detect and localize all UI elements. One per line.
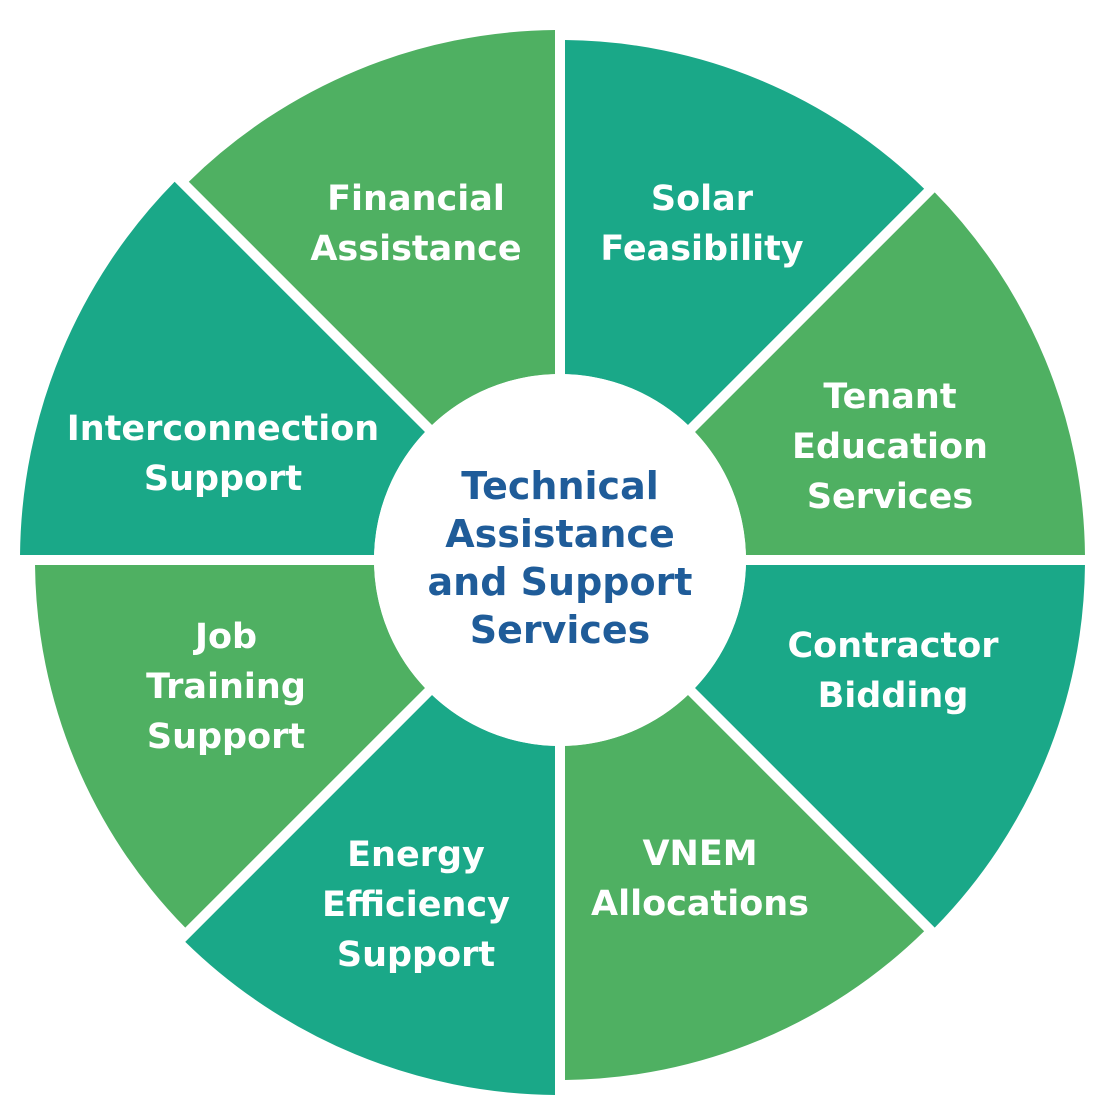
center-title-line: and Support xyxy=(428,560,693,604)
segment-label-line: Assistance xyxy=(310,229,521,269)
segment-label-line: Energy xyxy=(347,835,485,875)
segment-label-line: VNEM xyxy=(642,834,757,874)
segment-shape-financial-assistance xyxy=(188,30,556,425)
segment-label-line: Education xyxy=(792,427,988,467)
segment-shape-tenant-education-services xyxy=(695,192,1085,555)
segment-label-line: Bidding xyxy=(818,676,969,716)
segment-label-line: Financial xyxy=(327,179,505,219)
segment-label-line: Allocations xyxy=(591,884,809,924)
segment-label-line: Interconnection xyxy=(67,409,379,449)
center-circle xyxy=(374,374,746,746)
center-title-line: Technical xyxy=(461,464,659,508)
segment-vnem-allocations: VNEM Allocations xyxy=(565,695,925,1080)
segment-label-line: Job xyxy=(193,617,257,657)
segment-shape-contractor-bidding xyxy=(695,565,1085,928)
segment-label-line: Solar xyxy=(651,179,754,219)
segment-label-vnem-allocations: VNEM Allocations xyxy=(591,834,809,924)
segment-label-line: Tenant xyxy=(823,377,956,417)
segment-shape-interconnection-support xyxy=(20,181,425,555)
segment-label-line: Contractor xyxy=(787,626,999,666)
segment-label-line: Feasibility xyxy=(600,229,803,269)
segment-label-line: Support xyxy=(337,935,495,975)
segment-label-line: Services xyxy=(807,477,973,517)
segment-shape-job-training-support xyxy=(35,565,425,928)
center-title-line: Services xyxy=(470,608,651,652)
segment-shape-vnem-allocations xyxy=(565,695,925,1080)
segment-label-line: Support xyxy=(144,459,302,499)
center-title-line: Assistance xyxy=(445,512,674,556)
segment-shape-energy-efficiency-support xyxy=(185,695,555,1095)
segment-shape-solar-feasibility xyxy=(565,40,925,425)
segment-label-line: Support xyxy=(147,717,305,757)
segment-label-line: Training xyxy=(146,667,306,707)
segment-label-line: Efficiency xyxy=(322,885,510,925)
